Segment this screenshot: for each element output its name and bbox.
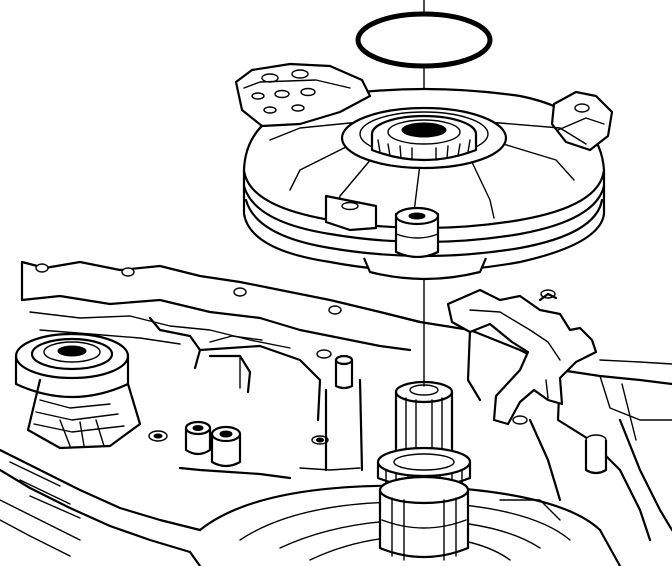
dowel-pins xyxy=(148,349,354,468)
left-seal-housing xyxy=(14,332,142,450)
stator-support-assembly xyxy=(234,62,614,281)
o-ring-seal xyxy=(355,11,493,69)
lever-bracket xyxy=(446,288,598,502)
input-shaft xyxy=(394,380,454,460)
transmission-case xyxy=(0,260,672,566)
shaft-sleeve xyxy=(378,475,470,561)
support-bearing xyxy=(370,114,478,162)
